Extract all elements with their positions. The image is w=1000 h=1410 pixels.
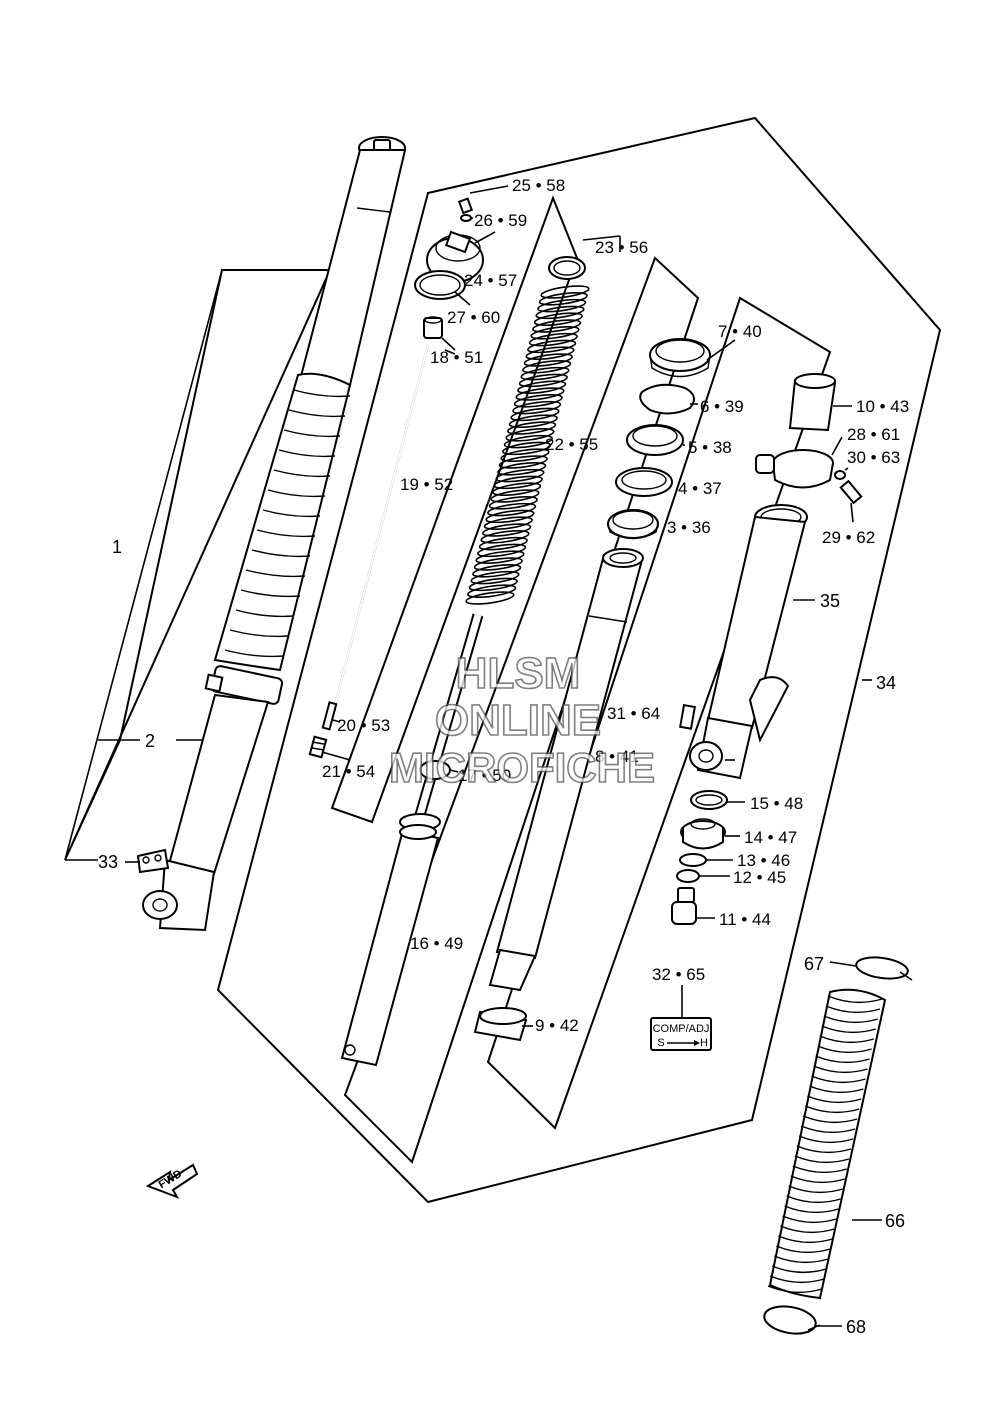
damper-rod-frame (343, 256, 700, 1164)
o-ring-15 (690, 790, 745, 810)
label-31: 31 • 64 (607, 704, 660, 723)
cartridge-frame (330, 195, 579, 824)
label-2: 2 (145, 731, 155, 751)
adjuster-screw-11 (671, 887, 715, 925)
washer-30 (834, 467, 849, 480)
label-23: 23 • 56 (595, 238, 648, 257)
label-35: 35 (820, 591, 840, 611)
label-15: 15 • 48 (750, 794, 803, 813)
fork-boot-66 (767, 988, 887, 1300)
label-21: 21 • 54 (322, 762, 375, 781)
label-28: 28 • 61 (847, 425, 900, 444)
o-ring-13 (679, 853, 733, 867)
label-33: 33 (98, 852, 118, 872)
fork-spring-22 (465, 285, 590, 605)
label-29: 29 • 62 (822, 528, 875, 547)
fork-assembly-complete (125, 136, 407, 932)
label-25: 25 • 58 (512, 176, 565, 195)
label-26: 26 • 59 (474, 211, 527, 230)
label-12: 12 • 45 (733, 868, 786, 887)
damper-rod-16 (340, 613, 484, 1067)
washer-26 (460, 214, 473, 222)
spacer-23 (548, 256, 586, 280)
label-22: 22 • 55 (545, 435, 598, 454)
dust-seal-7 (649, 338, 736, 378)
label-66: 66 (885, 1211, 905, 1231)
watermark-line-1: HLSM (456, 649, 581, 698)
washer-12 (676, 869, 730, 883)
adjuster-body-14 (680, 818, 740, 850)
oil-seal-5 (626, 424, 685, 456)
guide-bushing-3 (607, 509, 659, 540)
label-7: 7 • 40 (718, 322, 762, 341)
assembly-34-frame (216, 116, 942, 1204)
label-34: 34 (876, 673, 896, 693)
compression-adjust-label-32: COMP/ADJ S H (650, 985, 712, 1051)
boot-ribs-upper (224, 389, 351, 658)
label-18: 18 • 51 (430, 348, 483, 367)
label-4: 4 • 37 (678, 479, 722, 498)
label-3: 3 • 36 (667, 518, 711, 537)
rod-piece-20 (321, 701, 341, 731)
spring-21 (308, 735, 351, 761)
comp-adj-hard: H (700, 1037, 708, 1049)
label-1: 1 (112, 537, 122, 557)
watermark-line-2: ONLINE (435, 696, 601, 745)
forward-direction-arrow: FWD (145, 1163, 199, 1199)
label-16: 16 • 49 (410, 934, 463, 953)
label-5: 5 • 38 (688, 438, 732, 457)
label-13: 13 • 46 (737, 851, 790, 870)
nut-17 (419, 760, 459, 780)
comp-adj-soft: S (657, 1037, 664, 1049)
label-19: 19 • 52 (400, 475, 453, 494)
clip-68 (763, 1305, 842, 1335)
label-32: 32 • 65 (652, 965, 705, 984)
bolt-31 (679, 703, 696, 730)
label-9: 9 • 42 (535, 1016, 579, 1035)
callout-labels: 1 2 33 25 • 58 26 • 59 24 • 57 27 • 60 1… (98, 176, 909, 1337)
label-20: 20 • 53 (337, 716, 390, 735)
label-67: 67 (804, 954, 824, 974)
boot-guide-10 (788, 373, 852, 432)
label-30: 30 • 63 (847, 448, 900, 467)
label-11: 11 • 44 (719, 910, 771, 929)
label-27: 27 • 60 (447, 308, 500, 327)
slide-bushing-9 (473, 1007, 533, 1042)
bolt-29 (839, 479, 863, 523)
label-8: 8 • 41 (595, 747, 639, 766)
washer-4 (615, 467, 673, 497)
label-24: 24 • 57 (464, 271, 517, 290)
label-14: 14 • 47 (744, 828, 797, 847)
inner-tube-8 (488, 548, 644, 992)
outer-tube-35 (689, 504, 815, 780)
clamp-28 (755, 436, 843, 489)
watermark-line-3: MICROFICHE (389, 744, 655, 791)
push-rod-19 (334, 344, 429, 706)
label-17: 17 • 50 (458, 766, 511, 785)
comp-adj-text: COMP/ADJ (653, 1023, 710, 1035)
watermark: HLSM ONLINE MICROFICHE (388, 648, 656, 792)
collar-18 (423, 316, 456, 351)
label-10: 10 • 43 (856, 397, 909, 416)
o-ring-27 (414, 270, 471, 306)
label-68: 68 (846, 1317, 866, 1337)
stopper-ring-6 (639, 383, 698, 415)
clip-67 (829, 956, 913, 981)
label-6: 6 • 39 (700, 397, 744, 416)
top-cap-bolt-25 (457, 185, 509, 215)
